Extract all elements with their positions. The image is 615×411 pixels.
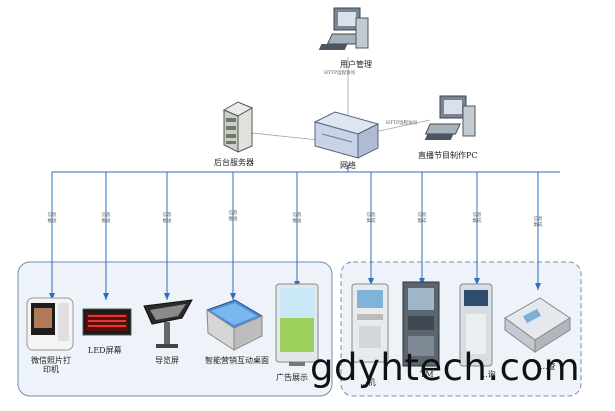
interactive-table-image <box>205 299 264 351</box>
branch-label: 信息推送 <box>228 211 238 222</box>
branch-label: 信息集成 <box>533 217 543 228</box>
guide-screen-image <box>143 299 193 348</box>
interactive-table-label: 智能营销互动桌面 <box>205 356 269 365</box>
branch-label: 信息集成 <box>366 213 376 224</box>
wechat-printer-image <box>26 297 74 351</box>
branch-label: 信息集成 <box>472 213 482 224</box>
atm-label: TM <box>420 370 434 379</box>
pc-sub: HTTP远程访问 <box>386 121 418 126</box>
connection-lines <box>51 165 560 300</box>
user-management-title: 用户管理 <box>340 60 372 69</box>
network-label: 网络 <box>340 161 356 170</box>
server-icon <box>222 101 254 153</box>
kiosk-machine-image <box>351 283 389 363</box>
watermark-text: gdyhtech.com <box>310 346 581 389</box>
pc-icon <box>424 95 476 140</box>
kiosk-label: ...机 <box>360 378 376 387</box>
led-screen-image <box>82 308 132 336</box>
guide-screen-label: 导览屏 <box>155 356 179 365</box>
atm-machine-image <box>402 281 440 367</box>
computer-icon <box>318 7 369 50</box>
network-switch-icon <box>313 111 380 159</box>
branch-label: 信息推送 <box>47 213 57 224</box>
branch-label: 信息推送 <box>292 213 302 224</box>
led-screen-label: LED屏幕 <box>88 346 122 355</box>
branch-label: 信息推送 <box>101 213 111 224</box>
card-reader-image <box>504 297 571 353</box>
user-management-sub: HTTP远程访问 <box>324 71 356 76</box>
wechat-printer-label: 微信照片打印机 <box>31 356 71 375</box>
branch-label: 信息推送 <box>162 213 172 224</box>
card-reader-label: ...查 <box>540 362 556 371</box>
server-label: 后台服务器 <box>214 158 254 167</box>
branch-label: 信息集成 <box>417 213 427 224</box>
pc-label: 直播节目制作PC <box>418 151 478 160</box>
query-kiosk-label: ...询 <box>480 370 496 379</box>
ad-display-image <box>275 283 319 366</box>
left-device-group <box>17 261 333 397</box>
query-kiosk-image <box>459 283 493 367</box>
ad-display-label: 广告展示 <box>276 373 308 382</box>
